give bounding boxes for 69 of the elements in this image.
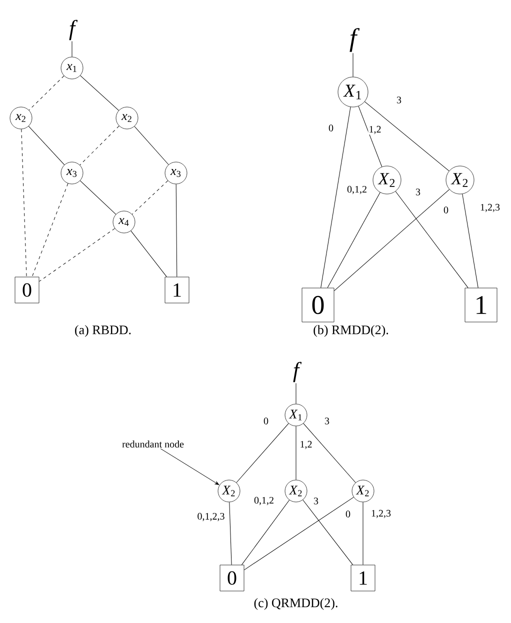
edge-label: 0: [443, 206, 449, 214]
edge-line: [352, 52, 354, 78]
variable-node: x$_{1}$: [60, 56, 84, 80]
function-label: f: [350, 28, 360, 52]
annotation-text: redundant node: [122, 440, 184, 448]
edge-line: [334, 189, 450, 291]
edge-line: [130, 230, 167, 278]
edge-line: [80, 180, 116, 215]
terminal-box: 0: [220, 564, 244, 592]
edge-line: [28, 126, 65, 166]
edge-label: 1,2,3: [370, 509, 392, 519]
edge-line: [364, 101, 450, 172]
variable-node: X$_{2}$: [352, 480, 374, 502]
caption: (b) RMDD(2).: [314, 325, 388, 337]
variable-node: X$_{1}$: [338, 76, 368, 108]
terminal-box: 1: [164, 276, 190, 304]
edge-line: [362, 502, 364, 566]
edge-line: [244, 496, 354, 570]
edge-line: [176, 184, 178, 278]
function-label: f: [293, 362, 302, 382]
edge-label: 0: [263, 417, 269, 425]
edge-label: 1,2: [368, 125, 382, 135]
edge-line: [395, 191, 468, 288]
edge-label: 0,1,2: [346, 185, 368, 195]
edge-label: 3: [324, 417, 330, 425]
variable-node: X$_{1}$: [284, 404, 308, 426]
edge-line: [28, 76, 64, 110]
edge-label: 1,2: [299, 440, 313, 450]
terminal-box: 0: [14, 276, 40, 304]
variable-node: X$_{2}$: [218, 480, 240, 502]
edge-line: [462, 194, 478, 288]
edge-line: [21, 128, 27, 278]
edge-line: [132, 180, 168, 215]
leader-arrow: [160, 448, 220, 485]
edge-line: [80, 75, 119, 111]
terminal-box: 1: [350, 564, 376, 592]
edge-label: 3: [313, 497, 319, 505]
edge-line: [236, 423, 289, 483]
variable-node: x$_{3}$: [60, 162, 84, 184]
variable-node: X$_{2}$: [284, 480, 308, 502]
edge-label: 0,1,2,3: [196, 512, 226, 522]
edge-line: [229, 502, 232, 566]
edge-label: 3: [396, 96, 402, 104]
edge-line: [302, 500, 354, 566]
edge-line: [320, 106, 351, 288]
caption: (a) RBDD.: [75, 325, 131, 337]
variable-node: X$_{2}$: [446, 166, 474, 194]
variable-node: X$_{2}$: [372, 166, 402, 194]
variable-node: x$_{2}$: [10, 106, 32, 130]
edge-line: [134, 126, 169, 165]
variable-node: x$_{3}$: [164, 162, 188, 184]
edge-line: [303, 423, 356, 483]
edge-label: 0,1,2: [254, 496, 274, 506]
function-label: f: [69, 20, 78, 40]
edge-line: [327, 192, 380, 288]
edge-line: [32, 183, 68, 278]
edge-line: [38, 228, 116, 282]
edge-line: [241, 500, 290, 566]
edge-label: 3: [415, 188, 421, 196]
terminal-box: 0: [302, 288, 334, 322]
edge-line: [80, 126, 120, 166]
edge-line: [358, 106, 382, 167]
edge-label: 1,2,3: [480, 203, 500, 213]
edge-label: 0: [328, 124, 334, 132]
variable-node: x$_{4}$: [112, 210, 136, 234]
edge-label: 0: [345, 510, 351, 518]
terminal-box: 1: [464, 288, 498, 322]
caption: (c) QRMDD(2).: [254, 598, 338, 610]
variable-node: x$_{2}$: [116, 106, 138, 130]
